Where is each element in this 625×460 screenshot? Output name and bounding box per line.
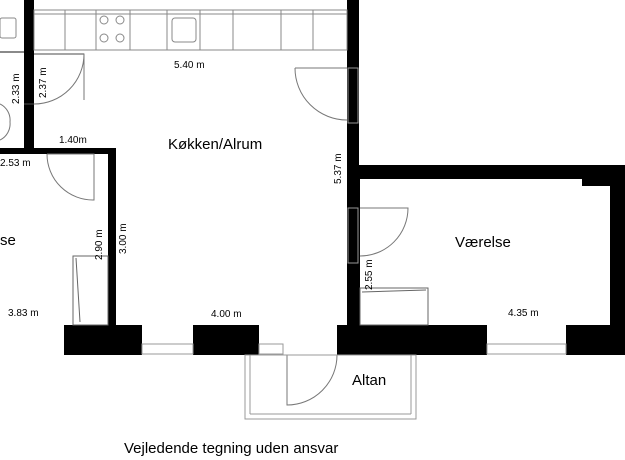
stove-burner (99, 33, 109, 43)
plan-caption: Vejledende tegning uden ansvar (124, 440, 339, 457)
door-swings (0, 53, 409, 406)
stove-burner (99, 15, 109, 25)
dimension-hall-height: 2.37 m (38, 67, 49, 98)
windows (141, 67, 567, 355)
dimension-kitchen-height: 5.37 m (333, 153, 344, 184)
room-label-left-room: se (0, 232, 16, 249)
dimension-left-room-height: 2.90 m (94, 229, 105, 260)
room-label-bedroom: Værelse (455, 234, 511, 251)
room-label-kitchen: Køkken/Alrum (168, 136, 263, 153)
dimension-kitchen-bottom: 4.00 m (211, 309, 242, 320)
dimension-entry-wall: 1.40m (59, 135, 87, 146)
dimension-inner-wall: 3.00 m (118, 223, 129, 254)
room-label-balcony: Altan (352, 372, 387, 389)
dimension-left-room-bottom: 3.83 m (8, 308, 39, 319)
balcony-outline (244, 354, 417, 420)
stove-burner (115, 15, 125, 25)
sink (171, 17, 197, 43)
dimension-bedroom-width: 4.35 m (508, 308, 539, 319)
dimension-bedroom-height: 2.55 m (364, 259, 375, 290)
exterior-walls (0, 0, 625, 355)
kitchen-counter (0, 9, 348, 51)
dimension-bath-height: 2.33 m (11, 73, 22, 104)
stove-burner (115, 33, 125, 43)
dimension-left-room-top: 2.53 m (0, 158, 31, 169)
dimension-kitchen-width: 5.40 m (174, 60, 205, 71)
wardrobes (72, 255, 429, 326)
